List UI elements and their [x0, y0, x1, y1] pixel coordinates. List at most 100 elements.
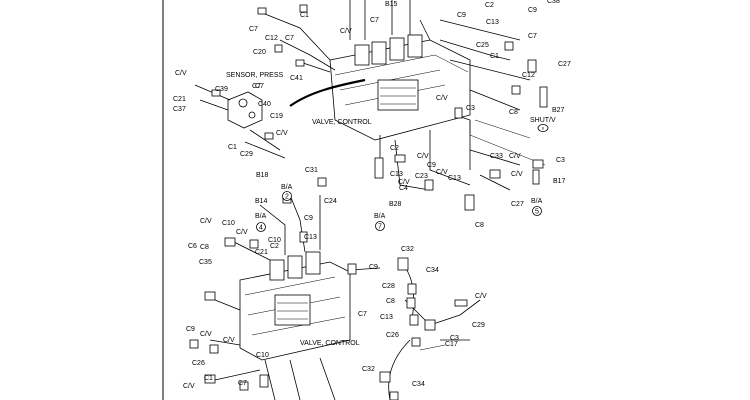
check-valve-label: C/V — [398, 179, 410, 186]
leader-arrow — [289, 78, 366, 107]
check-valve-label: C/V — [340, 28, 352, 35]
part-label: C13 — [380, 314, 393, 321]
upper-fittings — [211, 4, 548, 211]
part-label: C9 — [528, 7, 537, 14]
check-valve-label: C/V — [509, 153, 521, 160]
part-label: C2 — [390, 145, 399, 152]
circle-number: 5 — [535, 209, 539, 216]
part-label: C27 — [511, 201, 524, 208]
check-valve-label: C/V — [276, 130, 288, 137]
part-label: C39 — [215, 86, 228, 93]
circle-number: 6 — [542, 126, 545, 131]
valve-control-lower-label: VALVE, CONTROL — [300, 340, 360, 347]
part-label: C7 — [252, 83, 261, 90]
part-label: C10 — [268, 237, 281, 244]
part-label: C10 — [256, 352, 269, 359]
check-valve-label: C/V — [511, 171, 523, 178]
check-valve-label: C/V — [183, 383, 195, 390]
part-label: B27 — [552, 107, 565, 114]
part-label: C29 — [240, 151, 253, 158]
part-label: C1 — [204, 375, 213, 382]
part-label: C7 — [249, 26, 258, 33]
upper-pipes — [194, 11, 546, 191]
part-label: C20 — [253, 49, 266, 56]
part-label: C2 — [485, 2, 494, 9]
shut-v-label: SHUT/V — [530, 117, 556, 124]
part-label: C32 — [362, 366, 375, 373]
check-valve-label: C/V — [223, 337, 235, 344]
part-label: C7 — [255, 83, 264, 90]
part-label: B17 — [553, 178, 566, 185]
ba-label: B/A — [531, 198, 543, 205]
part-label: C3 — [556, 157, 565, 164]
part-label: C7 — [528, 33, 537, 40]
check-valve-label: C/V — [436, 169, 448, 176]
circle-markers: 2 4 5 7 6 — [256, 124, 549, 232]
part-label: C12 — [265, 35, 278, 42]
part-label: C4 — [399, 185, 408, 192]
part-label: C23 — [415, 173, 428, 180]
part-label: C34 — [412, 381, 425, 388]
upper-control-valve — [329, 0, 471, 141]
part-label: C35 — [199, 259, 212, 266]
part-label: C1 — [300, 12, 309, 19]
check-valve-label: C/V — [200, 331, 212, 338]
part-label: C26 — [192, 360, 205, 367]
part-label: C37 — [173, 106, 186, 113]
part-label: C9 — [369, 264, 378, 271]
sensor-press-block — [227, 91, 263, 129]
part-label: B15 — [385, 1, 398, 8]
part-label: C28 — [382, 283, 395, 290]
part-label: C3 — [466, 105, 475, 112]
ba-labels: B/AB/AB/AB/A — [255, 184, 543, 220]
part-label: C8 — [200, 244, 209, 251]
part-label: C6 — [188, 243, 197, 250]
part-label: C31 — [305, 167, 318, 174]
part-label: B28 — [389, 201, 402, 208]
part-label: C33 — [490, 153, 503, 160]
part-label: C1 — [228, 144, 237, 151]
part-label: C25 — [476, 42, 489, 49]
part-label: C41 — [290, 75, 303, 82]
part-label: C21 — [255, 249, 268, 256]
part-label: C8 — [386, 298, 395, 305]
part-label: C13 — [448, 175, 461, 182]
part-label: C9 — [186, 326, 195, 333]
check-valve-label: C/V — [436, 95, 448, 102]
part-label: C40 — [258, 101, 271, 108]
check-valve-label: C/V — [200, 218, 212, 225]
part-label: C8 — [475, 222, 484, 229]
circle-number: 7 — [378, 224, 382, 231]
check-valve-label: C/V — [417, 153, 429, 160]
part-label: C21 — [173, 96, 186, 103]
part-label: C7 — [358, 311, 367, 318]
ba-label: B/A — [255, 213, 267, 220]
part-label: C29 — [472, 322, 485, 329]
check-valve-label: C/V — [236, 229, 248, 236]
part-label: C13 — [390, 171, 403, 178]
circle-number: 4 — [259, 225, 263, 232]
part-label: C38 — [547, 0, 560, 5]
part-label: C3 — [450, 335, 459, 342]
circle-number: 2 — [285, 194, 289, 201]
check-valve-label: C/V — [175, 70, 187, 77]
part-label: C7 — [285, 35, 294, 42]
check-valve-label: C/V — [475, 293, 487, 300]
sensor-press-label: SENSOR, PRESS — [226, 72, 284, 79]
part-label: C1 — [490, 53, 499, 60]
valve-control-upper-label: VALVE, CONTROL — [312, 119, 372, 126]
part-label: C32 — [401, 246, 414, 253]
part-label: C2 — [270, 243, 279, 250]
part-label: B14 — [255, 198, 268, 205]
part-label: C9 — [304, 215, 313, 222]
part-label: C19 — [270, 113, 283, 120]
part-label: C34 — [426, 267, 439, 274]
part-label: C26 — [386, 332, 399, 339]
part-label: C17 — [445, 341, 458, 348]
part-label: C12 — [522, 72, 535, 79]
part-label: C24 — [324, 198, 337, 205]
part-label: C7 — [238, 380, 247, 387]
part-label: C9 — [427, 162, 436, 169]
